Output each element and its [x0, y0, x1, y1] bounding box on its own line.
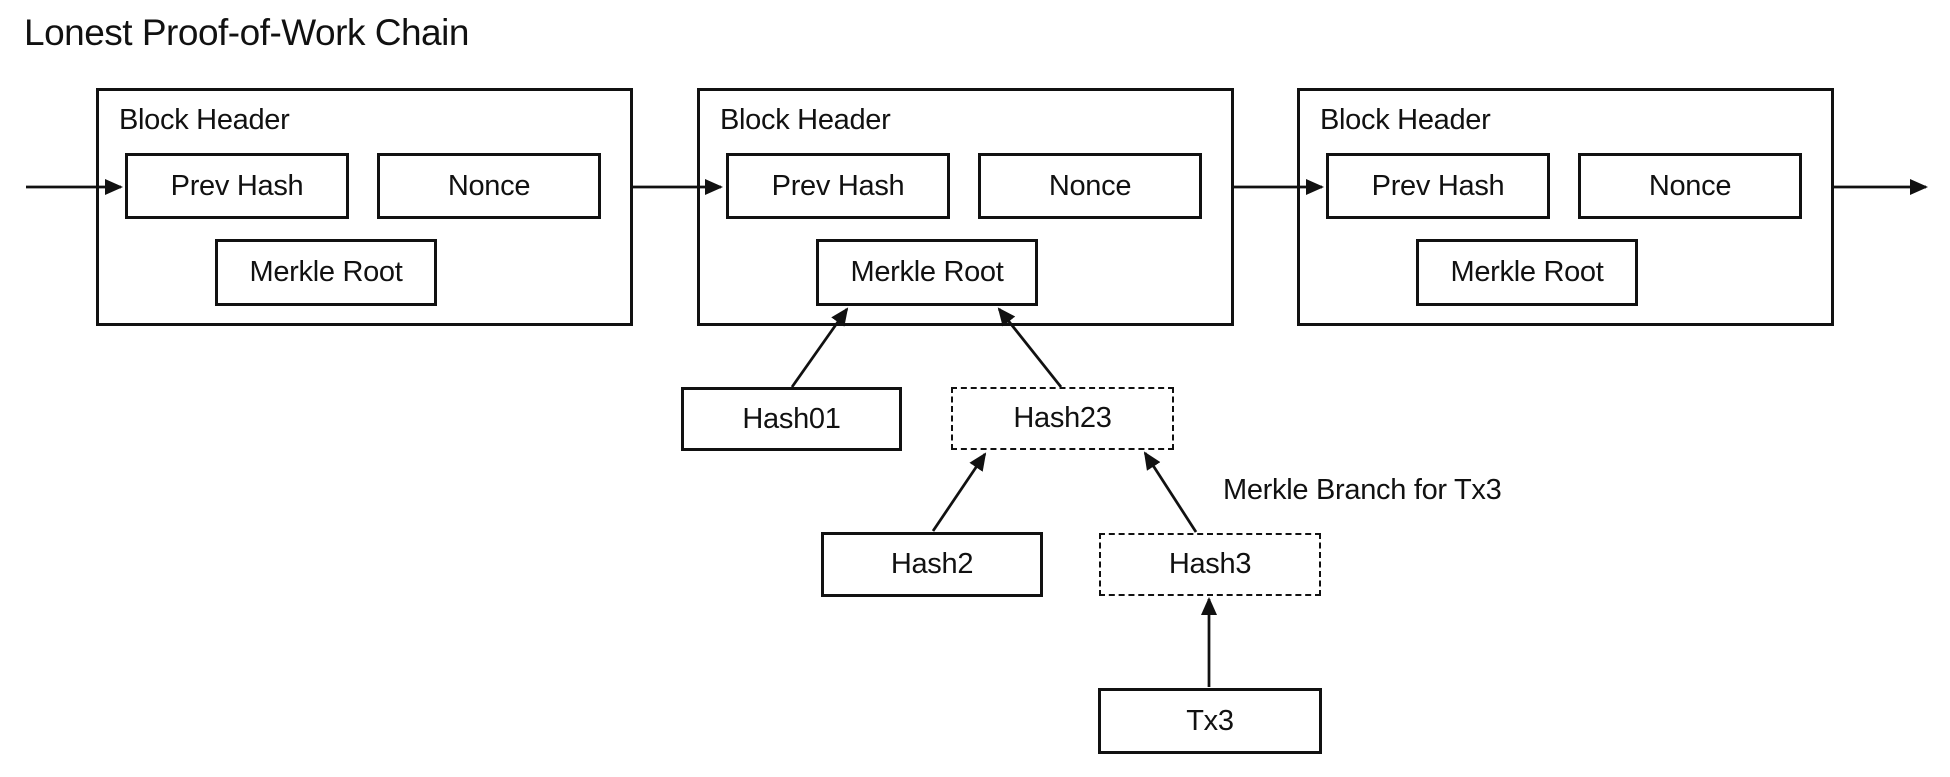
block-3-nonce-box: Nonce: [1578, 153, 1802, 219]
block-3-header-label: Block Header: [1320, 104, 1491, 136]
block-2: Block Header Prev Hash Nonce Merkle Root: [697, 88, 1234, 326]
arrow-hash2-to-hash23: [931, 452, 987, 532]
merkle-branch-label: Merkle Branch for Tx3: [1223, 474, 1502, 506]
block-2-header-label: Block Header: [720, 104, 891, 136]
block-1-prev-hash-box: Prev Hash: [125, 153, 349, 219]
block-1-header-label: Block Header: [119, 104, 290, 136]
hash2-box: Hash2: [821, 532, 1043, 597]
block-2-merkle-root-box: Merkle Root: [816, 239, 1038, 306]
hash23-box: Hash23: [951, 387, 1174, 450]
tx3-box: Tx3: [1098, 688, 1322, 754]
hash01-box: Hash01: [681, 387, 902, 451]
block-1: Block Header Prev Hash Nonce Merkle Root: [96, 88, 633, 326]
block-1-merkle-root-box: Merkle Root: [215, 239, 437, 306]
block-2-nonce-box: Nonce: [978, 153, 1202, 219]
diagram-title: Lonest Proof-of-Work Chain: [24, 12, 469, 53]
arrow-hash3-to-hash23: [1143, 451, 1198, 533]
block-2-prev-hash-box: Prev Hash: [726, 153, 950, 219]
block-3-prev-hash-box: Prev Hash: [1326, 153, 1550, 219]
block-1-nonce-box: Nonce: [377, 153, 601, 219]
block-3: Block Header Prev Hash Nonce Merkle Root: [1297, 88, 1834, 326]
block-3-merkle-root-box: Merkle Root: [1416, 239, 1638, 306]
hash3-box: Hash3: [1099, 533, 1321, 596]
